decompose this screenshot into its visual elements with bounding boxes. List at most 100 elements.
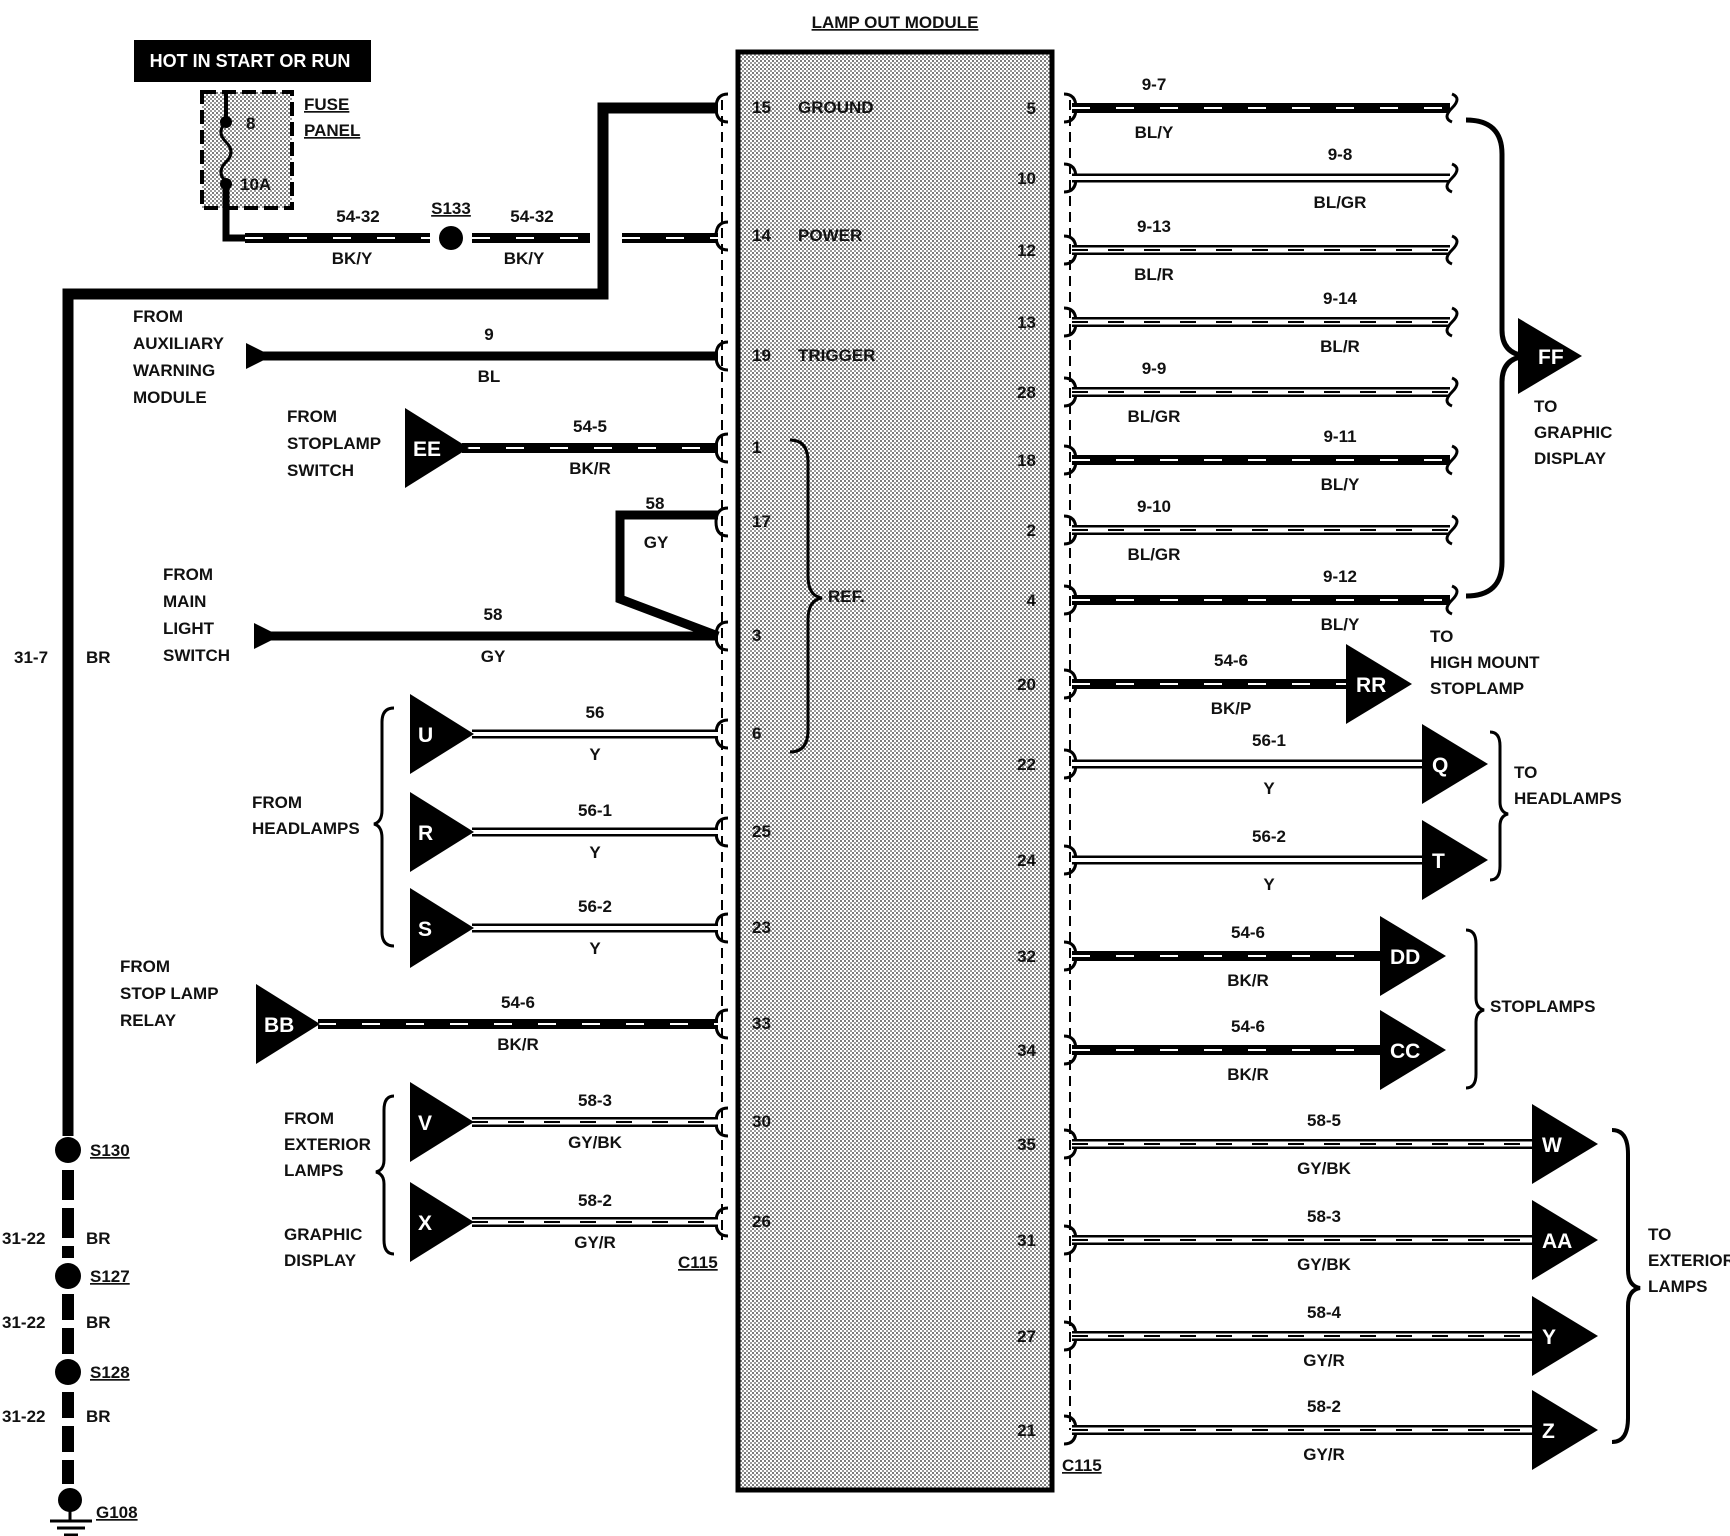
module-pin-10: 10 bbox=[1017, 169, 1036, 188]
connector-r-label: R bbox=[418, 822, 433, 845]
stoplamps-label: STOPLAMPS bbox=[1490, 997, 1595, 1016]
right-wire-pin-13-end-bracket bbox=[1445, 306, 1459, 338]
connector-aa-label: AA bbox=[1542, 1230, 1572, 1253]
to-highmount-label-1: TO bbox=[1430, 627, 1453, 646]
left-wire-pin-33-source-2: RELAY bbox=[120, 1011, 177, 1030]
ground-segment-1-circuit: 31-22 bbox=[2, 1313, 45, 1332]
right-wire-pin-24-circuit: 56-2 bbox=[1252, 827, 1286, 846]
power-wire2-circuit: 54-32 bbox=[510, 207, 553, 226]
right-wire-pin-31-circuit: 58-3 bbox=[1307, 1207, 1341, 1226]
right-wire-pin-21-color: GY/R bbox=[1303, 1445, 1345, 1464]
module-pin-6: 6 bbox=[752, 724, 761, 743]
right-connector-label: C115 bbox=[1062, 1456, 1102, 1475]
connector-dd: DD bbox=[1380, 916, 1446, 996]
right-wire-pin-32-circuit: 54-6 bbox=[1231, 923, 1265, 942]
right-wire-pin-4-circuit: 9-12 bbox=[1323, 567, 1357, 586]
module-pin-3: 3 bbox=[752, 626, 761, 645]
left-wire-pin-19-arrow-icon bbox=[246, 343, 272, 369]
right-wire-pin-34-color: BK/R bbox=[1227, 1065, 1269, 1084]
left-wire-pin-30-color: GY/BK bbox=[568, 1133, 623, 1152]
left-wire-pin-1-source-1: STOPLAMP bbox=[287, 434, 381, 453]
to-graphic-label-3: DISPLAY bbox=[1534, 449, 1607, 468]
right-wire-pin-27-color: GY/R bbox=[1303, 1351, 1345, 1370]
ground-segment-2-color: BR bbox=[86, 1407, 111, 1426]
stoplamps-brace bbox=[1465, 928, 1485, 1090]
module-title: LAMP OUT MODULE bbox=[812, 13, 979, 32]
left-input-wires: 9BLFROMAUXILIARYWARNINGMODULEEE54-5BK/RF… bbox=[120, 233, 718, 1262]
connector-v: V bbox=[410, 1082, 474, 1162]
module-pin-23: 23 bbox=[752, 918, 771, 937]
right-wire-pin-18-color: BL/Y bbox=[1321, 475, 1360, 494]
connector-x-label: X bbox=[418, 1212, 432, 1235]
to-graphic-label-2: GRAPHIC bbox=[1534, 423, 1612, 442]
ground-segment-0-circuit: 31-22 bbox=[2, 1229, 45, 1248]
left-wire-pin-1-circuit: 54-5 bbox=[573, 417, 607, 436]
left-wire-pin-6-circuit: 56 bbox=[586, 703, 605, 722]
left-wire-pin-3-circuit: 58 bbox=[484, 605, 503, 624]
module-pin-19: 19 bbox=[752, 346, 771, 365]
right-wire-pin-34-circuit: 54-6 bbox=[1231, 1017, 1265, 1036]
module-pin-1: 1 bbox=[752, 438, 761, 457]
connector-q-label: Q bbox=[1432, 754, 1448, 777]
connector-v-label: V bbox=[418, 1112, 432, 1135]
module-pin-name-19: TRIGGER bbox=[798, 346, 875, 365]
left-wire-pin-19-source-1: AUXILIARY bbox=[133, 334, 225, 353]
connector-ff-label: FF bbox=[1538, 346, 1564, 369]
to-exterior-label-1: TO bbox=[1648, 1225, 1671, 1244]
to-graphic-label-1: TO bbox=[1534, 397, 1557, 416]
fuse-box bbox=[200, 90, 294, 210]
headlamps-from-label-2: HEADLAMPS bbox=[252, 819, 360, 838]
left-wire-pin-26-circuit: 58-2 bbox=[578, 1191, 612, 1210]
ground-segment-2-circuit: 31-22 bbox=[2, 1407, 45, 1426]
right-wire-pin-10-circuit: 9-8 bbox=[1328, 145, 1353, 164]
connector-r: R bbox=[410, 792, 474, 872]
connector-aa: AA bbox=[1532, 1200, 1598, 1280]
graphic-from-label-2: DISPLAY bbox=[284, 1251, 357, 1270]
ref-label: REF. bbox=[828, 587, 865, 606]
left-wire-pin-3-color: GY bbox=[481, 647, 506, 666]
right-wire-pin-5-end-bracket bbox=[1445, 92, 1459, 124]
exterior-right-brace bbox=[1611, 1128, 1641, 1444]
right-wire-pin-18-end-bracket bbox=[1445, 444, 1459, 476]
fuse-number: 8 bbox=[246, 114, 255, 133]
connector-y: Y bbox=[1532, 1296, 1598, 1376]
exterior-from-label-2: EXTERIOR bbox=[284, 1135, 371, 1154]
left-wire-pin-33-source-1: STOP LAMP bbox=[120, 984, 219, 1003]
right-wire-pin-2-end-bracket bbox=[1445, 514, 1459, 546]
connector-w-label: W bbox=[1542, 1134, 1562, 1157]
right-output-wires: 9-7BL/Y9-8BL/GR9-13BL/R9-14BL/R9-9BL/GR9… bbox=[1072, 75, 1598, 1470]
module-pin-18: 18 bbox=[1017, 451, 1036, 470]
ref-brace bbox=[789, 438, 823, 754]
connector-t: T bbox=[1422, 820, 1488, 900]
ground-g108-label: G108 bbox=[96, 1503, 138, 1522]
left-wire-pin-3-source-0: FROM bbox=[163, 565, 213, 584]
to-exterior-label-3: LAMPS bbox=[1648, 1277, 1708, 1296]
left-wire-pin-25-color: Y bbox=[589, 843, 601, 862]
fuse-panel-label-1: FUSE bbox=[304, 95, 349, 114]
graphic-display-brace bbox=[1465, 117, 1527, 599]
module-pin-27: 27 bbox=[1017, 1327, 1036, 1346]
power-wire2-color: BK/Y bbox=[504, 249, 545, 268]
to-exterior-label-2: EXTERIOR bbox=[1648, 1251, 1730, 1270]
ground-symbol-icon bbox=[50, 1519, 92, 1536]
left-wire-pin-19-color: BL bbox=[478, 367, 501, 386]
module-pin-2: 2 bbox=[1027, 521, 1036, 540]
splice-s130-label: S130 bbox=[90, 1141, 130, 1160]
connector-x: X bbox=[410, 1182, 474, 1262]
left-wire-pin-1-source-0: FROM bbox=[287, 407, 337, 426]
ground-wire-trunk bbox=[62, 102, 718, 1120]
connector-y-label: Y bbox=[1542, 1326, 1556, 1349]
connector-q: Q bbox=[1422, 724, 1488, 804]
ground-main-color: BR bbox=[86, 648, 111, 667]
right-wire-pin-28-end-bracket bbox=[1445, 376, 1459, 408]
pin17-pin3-jumper bbox=[615, 510, 720, 641]
splice-s128-label: S128 bbox=[90, 1363, 130, 1382]
left-wire-pin-25-circuit: 56-1 bbox=[578, 801, 612, 820]
to-headlamps-label-1: TO bbox=[1514, 763, 1537, 782]
power-wire1-color: BK/Y bbox=[332, 249, 373, 268]
module-pin-12: 12 bbox=[1017, 241, 1036, 260]
right-wire-pin-27-circuit: 58-4 bbox=[1307, 1303, 1342, 1322]
left-wire-pin-19-source-3: MODULE bbox=[133, 388, 207, 407]
right-wire-pin-12-circuit: 9-13 bbox=[1137, 217, 1171, 236]
